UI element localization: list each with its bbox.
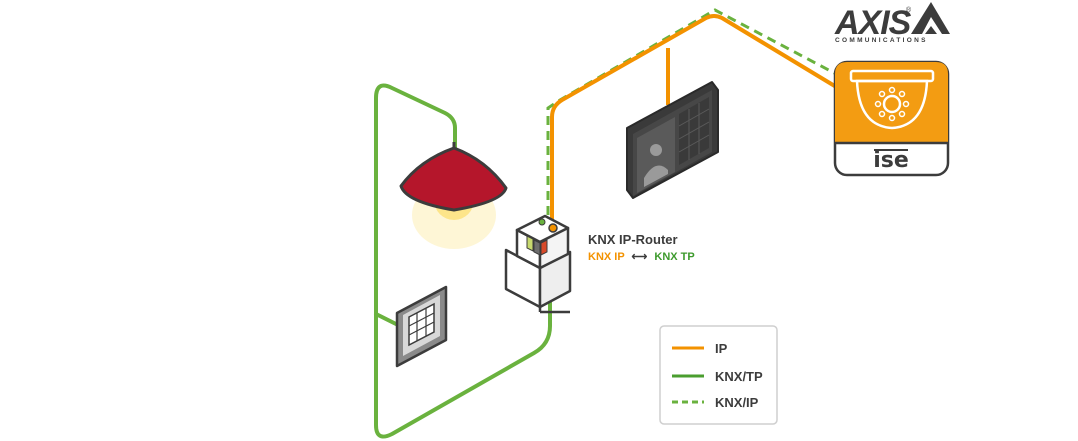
camera-label: ise bbox=[873, 148, 909, 173]
router-title: KNX IP-Router bbox=[588, 232, 678, 247]
brand-sub: COMMUNICATIONS bbox=[835, 37, 928, 44]
din-rail-router-icon bbox=[504, 214, 572, 314]
camera-tile: ise bbox=[833, 60, 950, 177]
pendant-lamp-icon bbox=[399, 142, 508, 249]
touch-panel-icon bbox=[626, 81, 719, 199]
legend-label-ip: IP bbox=[715, 341, 728, 356]
dome-camera-icon bbox=[849, 69, 935, 130]
router-right-protocol: KNX TP bbox=[654, 251, 694, 263]
ip-wire bbox=[550, 14, 840, 226]
router-left-protocol: KNX IP bbox=[588, 251, 624, 263]
legend-label-knx-tp: KNX/TP bbox=[715, 369, 763, 384]
legend-label-knx-ip: KNX/IP bbox=[715, 395, 759, 410]
router-protocols: KNX IP ⟷ KNX TP bbox=[588, 251, 695, 263]
wall-switch-icon bbox=[395, 285, 448, 368]
knx-tp-wire bbox=[374, 83, 552, 439]
brand-name: AXIS bbox=[834, 4, 912, 42]
brand-registered: ® bbox=[906, 6, 912, 14]
axis-logo: AXIS ® COMMUNICATIONS bbox=[834, 2, 950, 44]
router-arrow: ⟷ bbox=[632, 251, 648, 263]
legend: IP KNX/TP KNX/IP bbox=[659, 325, 778, 425]
axis-triangle-icon bbox=[911, 2, 950, 34]
